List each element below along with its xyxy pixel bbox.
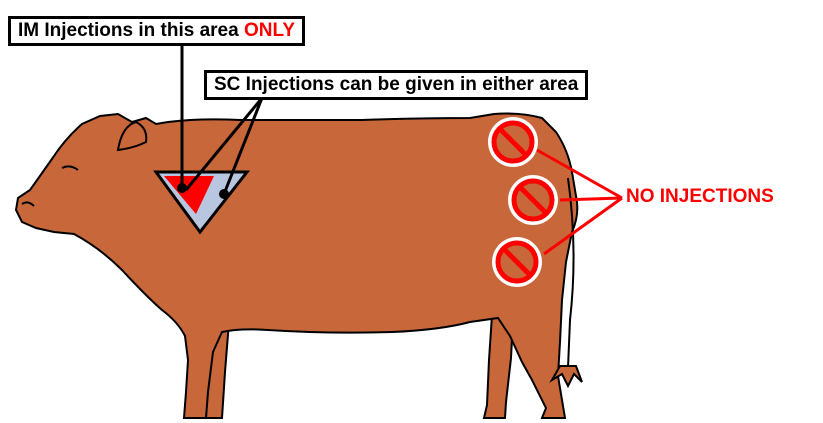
sc-injection-label: SC Injections can be given in either are… bbox=[204, 70, 588, 100]
no-injections-label: NO INJECTIONS bbox=[626, 186, 774, 208]
no-injection-line-2 bbox=[560, 198, 622, 200]
sc-leader-dot bbox=[219, 189, 229, 199]
prohibition-sign-icon bbox=[488, 117, 538, 167]
im-leader-dot bbox=[177, 183, 187, 193]
im-injection-label: IM Injections in this area ONLY bbox=[8, 16, 305, 46]
prohibition-sign-icon bbox=[492, 237, 542, 287]
sc-label-text: SC Injections can be given in either are… bbox=[214, 74, 578, 95]
im-label-emphasis: ONLY bbox=[244, 20, 295, 41]
prohibition-sign-icon bbox=[508, 175, 558, 225]
im-label-text: IM Injections in this area bbox=[18, 20, 244, 41]
